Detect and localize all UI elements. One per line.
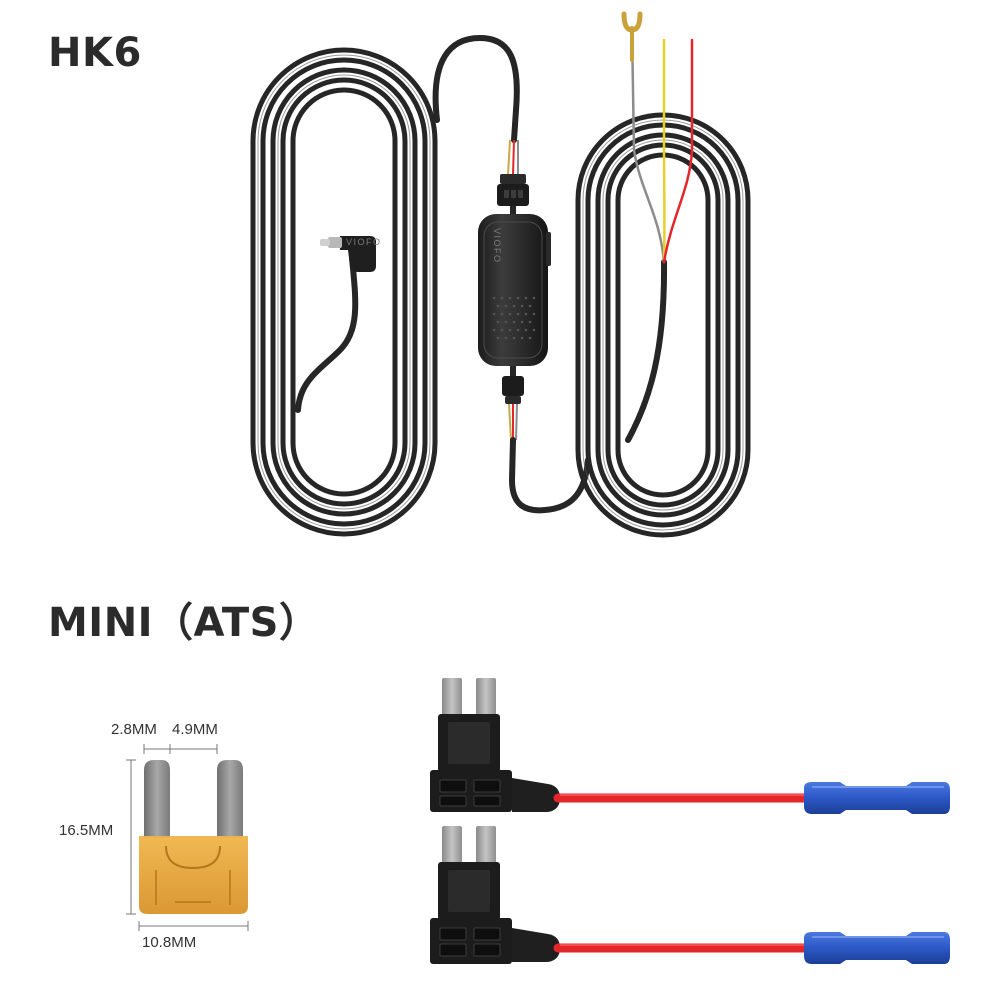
fuse-dimension-lines [126,744,249,931]
fuse-type-heading: MINI（ATS） [48,600,320,646]
cable-to-top-connector [432,34,520,143]
fuse-body [139,836,248,914]
fuse-width-dimension-label: 10.8MM [142,934,197,951]
unit-brand-text: VIOFO [492,228,502,264]
fuse-height-dimension-label: 16.5MM [59,822,114,839]
right-cable-trunk [625,259,668,443]
fuse-tap-bottom-butt-connector [804,932,950,964]
fuse-prong-dimension-label: 4.9MM [172,721,218,738]
bottom-connector [502,366,524,441]
fuse-tap-top-butt-connector [804,782,950,814]
fuse-left-prong [144,760,170,838]
split-wires [630,28,694,264]
left-cable-coil [250,47,438,537]
usb-c-plug: VIOFO [295,236,382,413]
product-name-heading: HK6 [48,30,142,76]
fuse-right-prong [217,760,243,838]
cable-to-right-coil [508,437,591,514]
fuse-tap-bottom [430,826,950,964]
hardwire-kit: VIOFO [250,11,751,538]
converter-unit: VIOFO [478,214,551,366]
ground-fork-terminal [621,11,643,62]
ground-wire [630,28,666,264]
battery-wire-red [662,38,694,264]
unit-vent-grille [492,296,536,340]
plug-brand-text: VIOFO [346,237,382,247]
fuse-gap-dimension-label: 2.8MM [111,721,157,738]
mini-fuse-diagram [126,744,249,931]
fuse-tap-top [430,678,950,814]
top-connector [497,139,529,216]
